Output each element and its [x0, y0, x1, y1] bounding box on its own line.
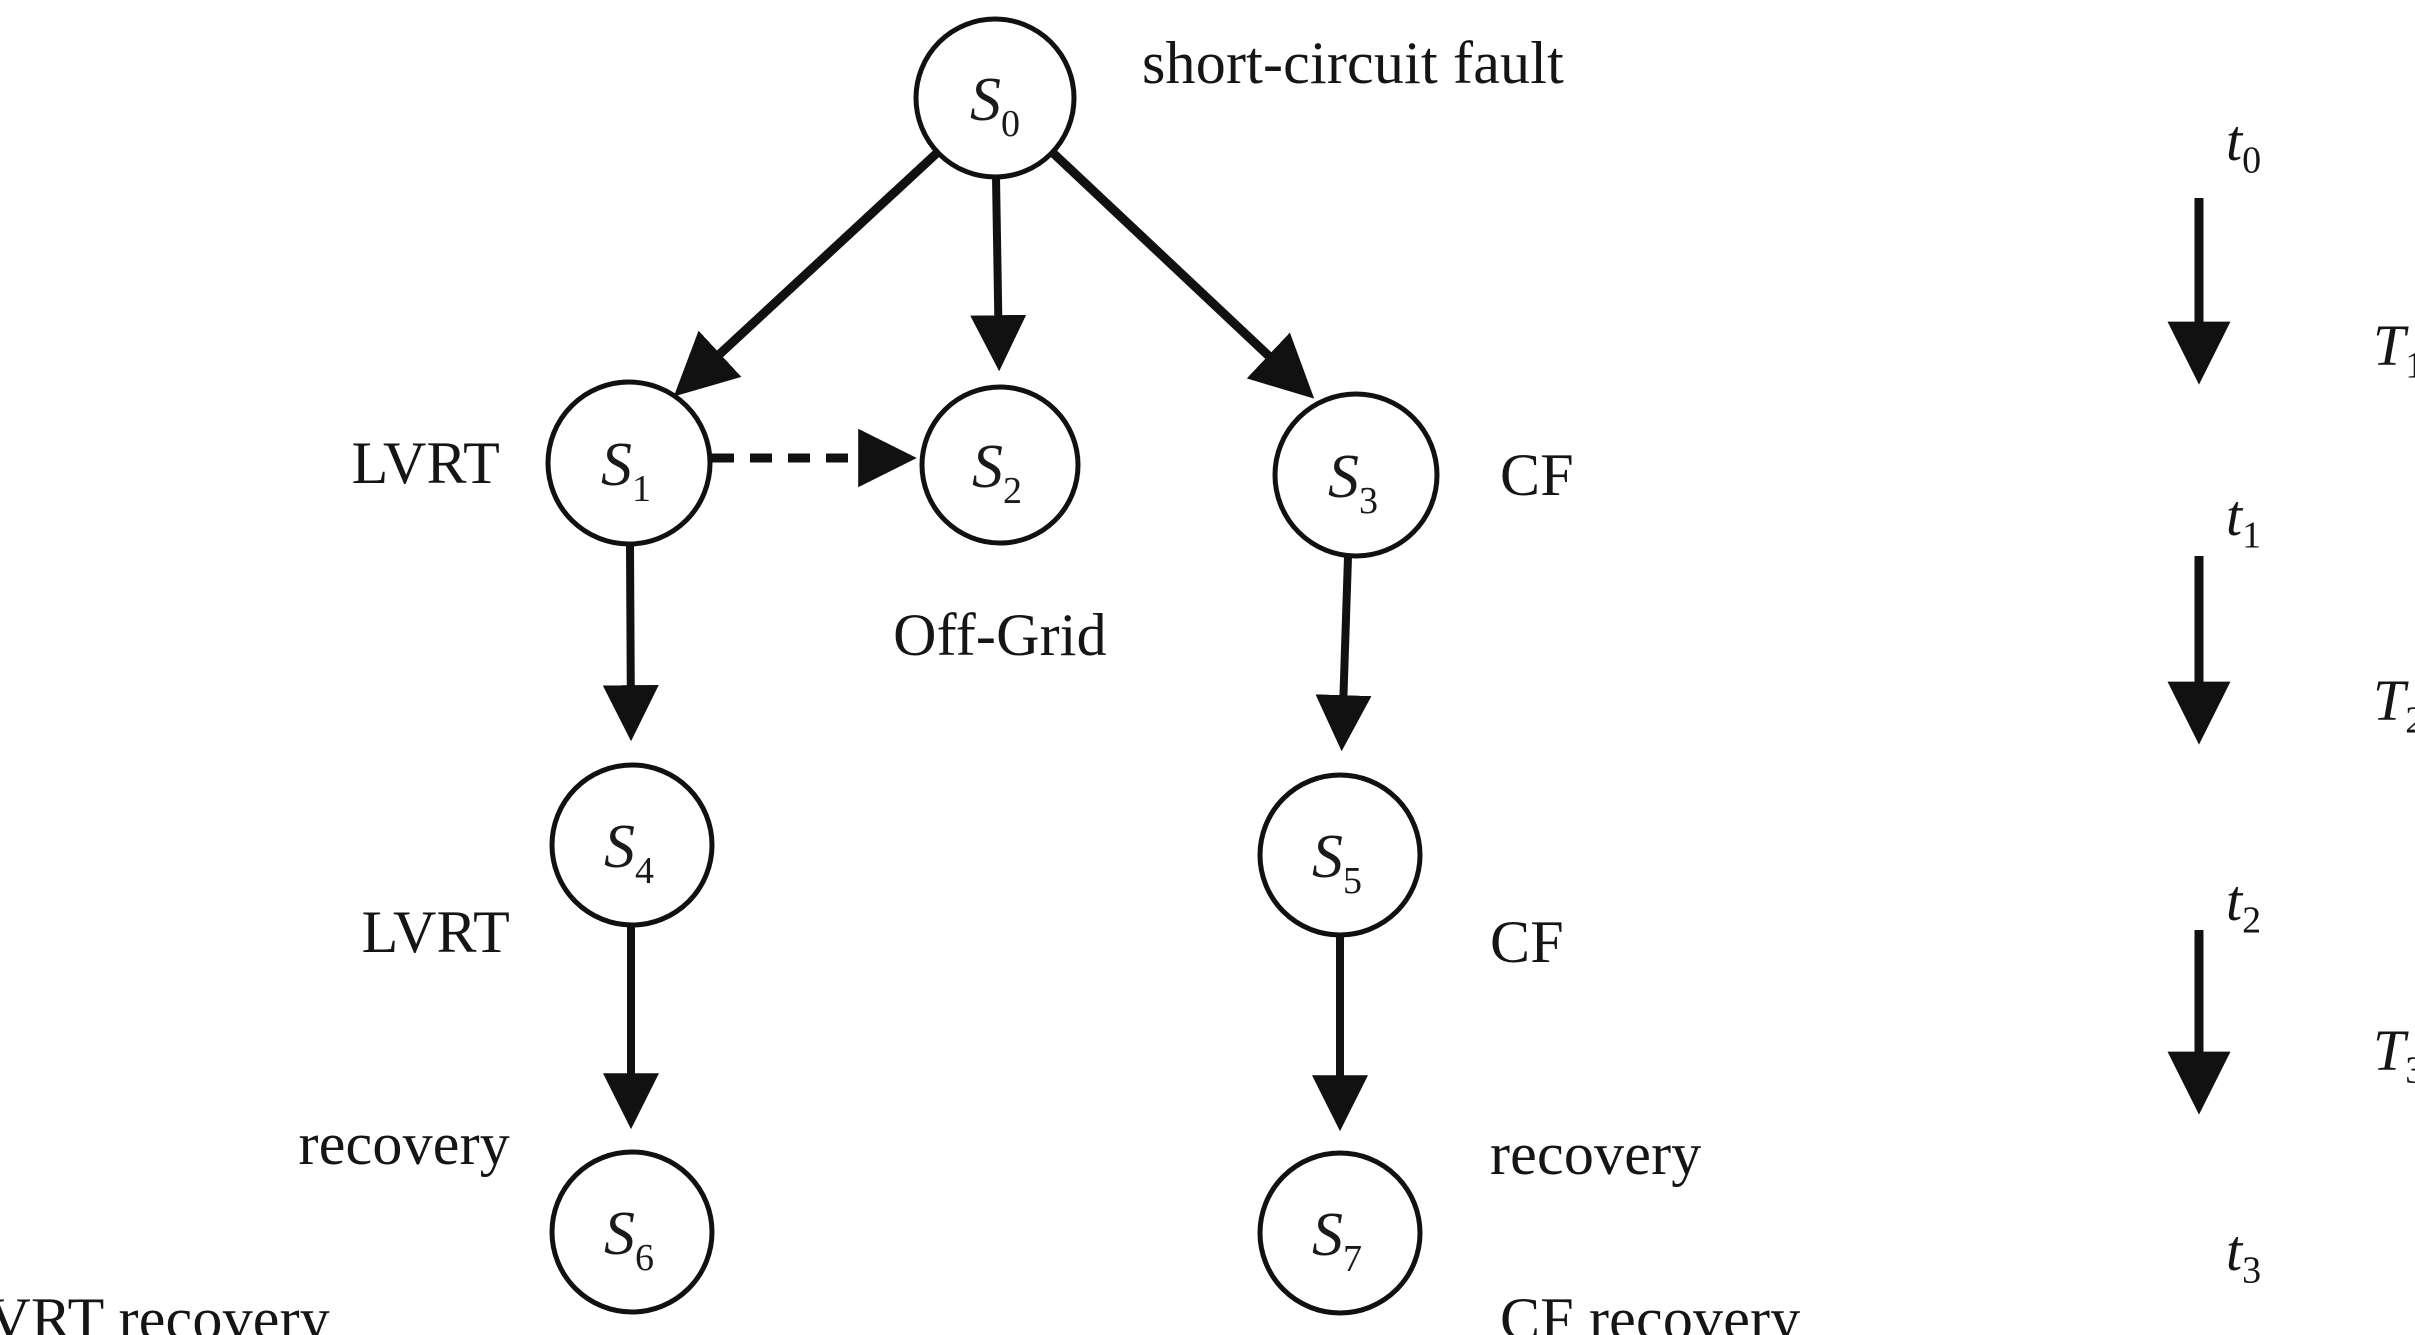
edge-s3-s5 [1315, 556, 1372, 752]
label-lvrt-recovery-completed-line1: LVRT recovery [0, 1285, 330, 1335]
t1-base: t [2226, 483, 2243, 548]
node-s0[interactable]: S0 [913, 16, 1077, 180]
label-cf-recovery: CF recovery [1490, 765, 2010, 1331]
timeline-instant-t0: t0 [2168, 40, 2261, 250]
edge-s0-s2 [970, 176, 1027, 372]
T3-sub: 3 [2405, 1049, 2415, 1092]
node-s5-label: S5 [1312, 823, 1362, 902]
t1-sub: 1 [2242, 514, 2262, 557]
node-s6-label: S6 [604, 1200, 654, 1279]
timeline-interval-T2: T2 [2315, 600, 2415, 810]
edge-s1-s4 [602, 544, 659, 742]
label-off-grid: Off-Grid [893, 602, 1107, 668]
label-lvrt-recovery-line2: recovery [298, 1110, 510, 1177]
label-cf: CF [1500, 442, 1574, 508]
node-s2[interactable]: S2 [919, 384, 1081, 546]
t0-sub: 0 [2242, 139, 2262, 182]
node-s1[interactable]: S1 [545, 379, 713, 547]
label-cf-recovery-line2: recovery [1490, 1120, 1702, 1187]
label-cf-recovery-line1: CF [1490, 908, 1564, 975]
node-s5[interactable]: S5 [1257, 772, 1423, 938]
label-cf-recovery-completed-line1: CF recovery [1500, 1285, 1801, 1335]
node-s1-label: S1 [601, 431, 651, 510]
timeline-instant-t2: t2 [2168, 800, 2261, 1010]
T2-base: T [2373, 668, 2406, 733]
timeline-instant-t1: t1 [2168, 415, 2261, 625]
node-s7-label: S7 [1312, 1201, 1362, 1280]
nodes-layer: S0 S1 S2 S3 [545, 16, 1440, 1316]
t3-sub: 3 [2242, 1249, 2262, 1292]
label-short-circuit-fault: short-circuit fault [1142, 30, 1564, 96]
edge-s0-s1 [673, 148, 942, 397]
timeline-instant-t3: t3 [2168, 1150, 2261, 1335]
node-s3-label: S3 [1328, 443, 1378, 522]
T2-sub: 2 [2405, 699, 2415, 742]
node-s6[interactable]: S6 [549, 1149, 715, 1315]
label-cf-recovery-completed: CF recovery completed [1500, 1142, 2120, 1335]
T1-sub: 1 [2405, 344, 2415, 387]
node-s4-label: S4 [604, 813, 654, 892]
label-lvrt-recovery: LVRT recovery [60, 755, 510, 1321]
timeline-interval-T1: T1 [2315, 245, 2415, 455]
t2-sub: 2 [2242, 899, 2262, 942]
label-lvrt-recovery-completed: LVRT recovery completed [0, 1142, 330, 1335]
label-lvrt: LVRT [351, 430, 500, 496]
node-s2-label: S2 [972, 433, 1022, 512]
timeline-interval-T3: T3 [2315, 950, 2415, 1160]
node-s0-label: S0 [970, 66, 1020, 145]
node-s7[interactable]: S7 [1257, 1150, 1423, 1316]
node-s3[interactable]: S3 [1272, 391, 1440, 559]
T1-base: T [2373, 313, 2406, 378]
node-s4[interactable]: S4 [549, 762, 715, 928]
t2-base: t [2226, 868, 2243, 933]
t0-base: t [2226, 108, 2243, 173]
edges-layer [602, 148, 1372, 1132]
label-lvrt-recovery-line1: LVRT [361, 898, 510, 965]
edge-s0-s3 [1048, 148, 1315, 399]
t3-base: t [2226, 1218, 2243, 1283]
T3-base: T [2373, 1018, 2406, 1083]
